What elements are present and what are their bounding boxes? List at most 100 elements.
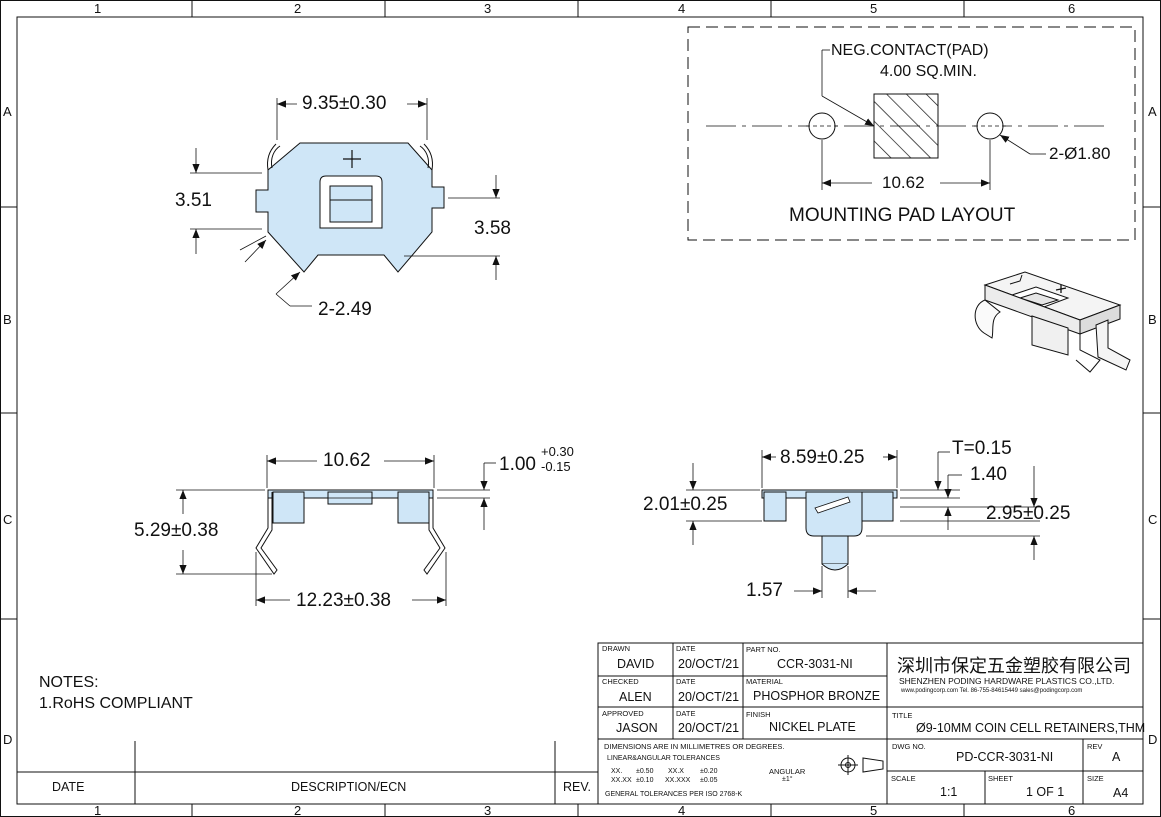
tb-drawn-label: DRAWN	[602, 644, 631, 653]
rev-table-rev-header: REV.	[563, 780, 592, 794]
tb-drawn-value: DAVID	[617, 657, 655, 671]
row-label-right-b: B	[1148, 312, 1157, 327]
dim-side-thickness: T=0.15	[952, 438, 1012, 459]
pad-neg-contact-size: 4.00 SQ.MIN.	[880, 63, 977, 80]
row-label-left-b: B	[3, 312, 12, 327]
dim-top-width: 9.35±0.30	[302, 93, 387, 114]
col-label-bottom-5: 5	[870, 803, 878, 817]
tb-date-label-2: DATE	[676, 677, 696, 686]
tb-rev-value: A	[1112, 750, 1121, 764]
notes-heading: NOTES:	[39, 674, 99, 691]
tb-sheet-label: SHEET	[988, 774, 1014, 783]
pad-holes-label: 2-Ø1.80	[1049, 144, 1111, 163]
dim-top-left-height: 3.51	[175, 190, 212, 211]
tb-finish-value: NICKEL PLATE	[769, 720, 856, 734]
col-label-bottom-1: 1	[94, 803, 102, 817]
top-view-slot	[319, 175, 383, 229]
tables-lines	[17, 642, 1144, 805]
row-label-right-c: C	[1148, 512, 1158, 527]
pad-layout	[687, 26, 1136, 241]
col-label-top-5: 5	[870, 1, 878, 16]
tb-date-value-3: 20/OCT/21	[678, 721, 740, 735]
row-label-left-a: A	[3, 104, 12, 119]
dim-front-thickness-minus: -0.15	[541, 459, 571, 474]
rev-table-date-header: DATE	[52, 780, 85, 794]
tb-material-value: PHOSPHOR BRONZE	[753, 689, 881, 703]
dim-front-top: 10.62	[323, 450, 371, 471]
tb-rev-label: REV	[1087, 742, 1103, 751]
tb-angular-label: ANGULAR	[769, 767, 806, 776]
tb-material-label: MATERIAL	[746, 677, 783, 686]
tb-date-value-1: 20/OCT/21	[678, 657, 740, 671]
neg-contact-pad	[873, 93, 939, 159]
front-view	[176, 455, 496, 606]
tb-tol-a2: ±0.50	[636, 768, 654, 775]
tb-dwgno-label: DWG NO.	[892, 742, 926, 751]
tb-tol-b4: ±0.05	[700, 777, 718, 784]
side-view	[686, 450, 1040, 598]
col-label-bottom-4: 4	[678, 803, 686, 817]
tb-title-value: Ø9-10MM COIN CELL RETAINERS,THM	[916, 721, 1146, 735]
tb-partno-label: PART NO.	[746, 645, 781, 654]
tb-date-label-3: DATE	[676, 709, 696, 718]
tb-sheet-value: 1 OF 1	[1026, 785, 1065, 799]
tb-checked-value: ALEN	[619, 690, 652, 704]
tb-date-value-2: 20/OCT/21	[678, 690, 740, 704]
dim-side-140: 1.40	[970, 464, 1007, 485]
tb-tol-b3: XX.XXX	[665, 777, 691, 784]
tb-size-value: A4	[1113, 786, 1129, 800]
col-label-bottom-3: 3	[484, 803, 492, 817]
tb-tol-a3: XX.X	[668, 768, 684, 775]
pad-layout-title: MOUNTING PAD LAYOUT	[789, 205, 1016, 226]
tb-finish-label: FINISH	[746, 710, 771, 719]
tb-partno-value: CCR-3031-NI	[777, 657, 853, 671]
dim-side-left: 2.01±0.25	[643, 494, 728, 515]
tb-dwgno-value: PD-CCR-3031-NI	[956, 750, 1054, 764]
tb-tol-a1: XX.	[611, 768, 623, 775]
rev-table-desc-header: DESCRIPTION/ECN	[291, 780, 407, 794]
pad-neg-contact-label: NEG.CONTACT(PAD)	[831, 42, 989, 59]
dim-side-right: 2.95±0.25	[986, 503, 1071, 524]
notes-line-1: 1.RoHS COMPLIANT	[39, 695, 193, 712]
row-label-left-d: D	[3, 732, 13, 747]
tb-tol-heading: LINEAR&ANGULAR TOLERANCES	[607, 755, 720, 762]
col-label-top-1: 1	[94, 1, 102, 16]
isometric-view	[974, 271, 1131, 373]
dim-front-height: 5.29±0.38	[134, 520, 219, 541]
tb-tol-b1: XX.XX	[611, 777, 632, 784]
tb-tol-b2: ±0.10	[636, 777, 654, 784]
tb-angular-value: ±1°	[782, 776, 793, 783]
tb-date-label-1: DATE	[676, 644, 696, 653]
tb-dims-note: DIMENSIONS ARE IN MILLIMETRES OR DEGREES…	[604, 742, 785, 751]
tb-general-tol: GENERAL TOLERANCES PER ISO 2768-K	[605, 791, 743, 798]
tb-scale-label: SCALE	[891, 774, 916, 783]
tb-checked-label: CHECKED	[602, 677, 639, 686]
dim-top-chamfer: 2-2.49	[318, 299, 372, 320]
col-label-bottom-2: 2	[294, 803, 302, 817]
col-label-top-3: 3	[484, 1, 492, 16]
dim-front-thickness-plus: +0.30	[541, 444, 574, 459]
col-label-top-4: 4	[678, 1, 686, 16]
tb-title-label: TITLE	[892, 711, 913, 720]
tb-company-en: SHENZHEN PODING HARDWARE PLASTICS CO.,LT…	[899, 676, 1115, 686]
col-label-top-6: 6	[1068, 1, 1076, 16]
row-label-right-d: D	[1148, 732, 1158, 747]
dim-front-bottom: 12.23±0.38	[296, 590, 391, 611]
row-label-right-a: A	[1148, 104, 1157, 119]
col-label-bottom-6: 6	[1068, 803, 1076, 817]
pad-spacing-label: 10.62	[882, 173, 925, 192]
row-label-left-c: C	[3, 512, 13, 527]
dim-top-right-height: 3.58	[474, 218, 511, 239]
tb-company-contact: www.podingcorp.com Tel. 86-755-84615449 …	[901, 688, 1083, 694]
tb-approved-label: APPROVED	[602, 709, 644, 718]
tb-scale-value: 1:1	[940, 785, 958, 799]
col-label-top-2: 2	[294, 1, 302, 16]
tb-company-cn: 深圳市保定五金塑胶有限公司	[897, 656, 1131, 677]
dim-front-thickness: 1.00	[499, 454, 536, 475]
dim-side-width: 8.59±0.25	[780, 447, 865, 468]
top-view	[190, 98, 500, 307]
tb-size-label: SIZE	[1087, 774, 1104, 783]
tb-tol-a4: ±0.20	[700, 768, 718, 775]
